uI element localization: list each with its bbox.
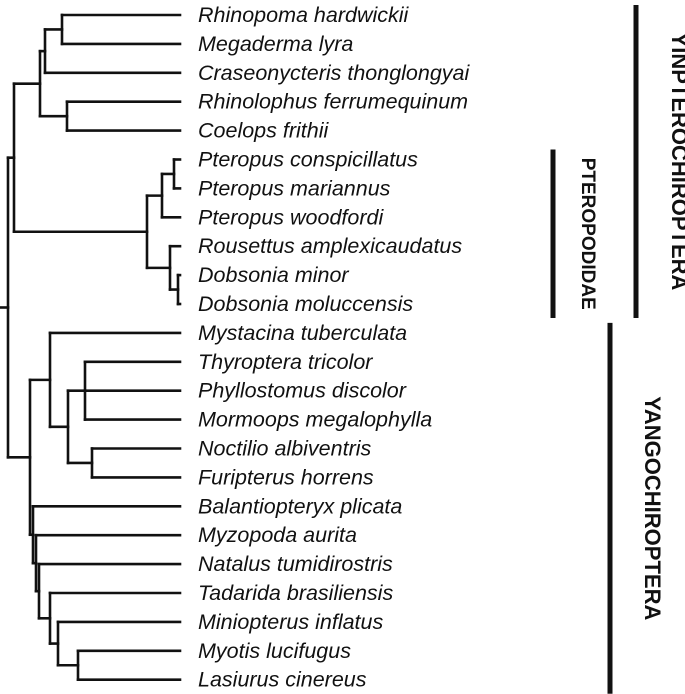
taxon-label: Miniopterus inflatus [198,610,383,634]
taxon-label: Rousettus amplexicaudatus [198,234,462,258]
taxon-label: Tadarida brasiliensis [198,581,393,605]
taxon-label: Balantiopteryx plicata [198,494,402,518]
taxon-label: Thyroptera tricolor [198,350,373,374]
taxon-label: Pteropus woodfordi [198,205,384,229]
tree-branches [0,13,182,682]
clade-label: YANGOCHIROPTERA [640,396,665,620]
clade-label: PTEROPODIDAE [577,158,598,310]
taxon-label: Dobsonia moluccensis [198,292,413,316]
taxon-label: Myzopoda aurita [198,523,357,547]
taxon-label: Myotis lucifugus [198,639,351,663]
taxon-label: Rhinopoma hardwickii [198,3,410,27]
taxon-label: Rhinolophus ferrumequinum [198,90,468,114]
taxon-label: Coelops frithii [198,119,329,143]
taxon-label: Craseonycteris thonglongyai [198,61,471,85]
taxon-label: Lasiurus cinereus [198,668,367,692]
taxon-label: Dobsonia minor [198,263,349,287]
clade-label: YINPTEROCHIROPTERA [667,33,685,291]
taxon-label: Noctilio albiventris [198,437,372,461]
taxon-label: Megaderma lyra [198,32,353,56]
taxon-label: Pteropus conspicillatus [198,148,418,172]
taxon-label: Furipterus horrens [198,465,374,489]
taxon-label: Mystacina tuberculata [198,321,407,345]
clade-brackets: YINPTEROCHIROPTERA PTEROPODIDAE YANGOCHIRO… [550,5,685,694]
taxon-label: Phyllostomus discolor [198,379,407,403]
taxon-label: Pteropus mariannus [198,176,391,200]
taxon-label: Natalus tumidirostris [198,552,393,576]
taxon-label: Mormoops megalophylla [198,408,432,432]
